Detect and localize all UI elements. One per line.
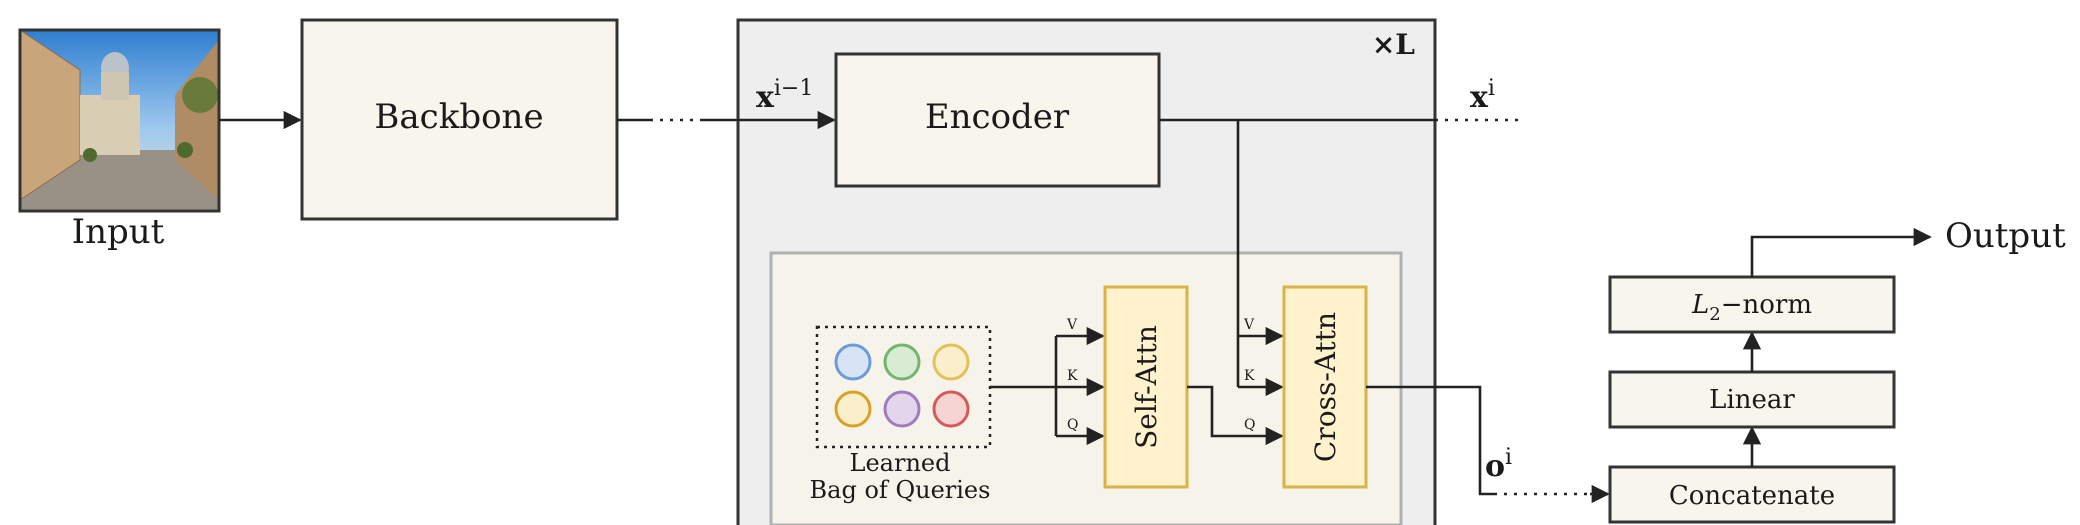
l2-norm-label: L2−norm <box>1691 290 1812 325</box>
queries-caption-line2: Bag of Queries <box>810 476 991 504</box>
linear-label: Linear <box>1709 385 1795 415</box>
linear-block <box>1608 370 1896 429</box>
query-circle <box>883 343 921 381</box>
self-attn-block <box>1103 285 1189 489</box>
query-circles <box>834 343 970 428</box>
encoder-label: Encoder <box>925 97 1070 137</box>
query-circle <box>883 390 921 428</box>
repeat-label: ×L <box>1372 28 1415 61</box>
queries-caption-line1: Learned <box>850 449 951 477</box>
encoder-block <box>834 52 1161 188</box>
self-k-label: K <box>1067 368 1078 384</box>
cross-v-label: V <box>1243 317 1255 333</box>
x-prev-label: xi−1 <box>756 76 813 115</box>
input-label: Input <box>72 212 165 252</box>
concatenate-label: Concatenate <box>1669 481 1835 511</box>
cross-attn-label: Cross-Attn <box>1309 312 1342 462</box>
self-v-label: V <box>1066 317 1078 333</box>
x-label: xi <box>1470 76 1495 115</box>
query-circle <box>932 343 970 381</box>
self-attn-label: Self-Attn <box>1130 325 1163 449</box>
self-q-label: Q <box>1067 417 1078 433</box>
cross-attn-block <box>1282 285 1368 489</box>
output-label: Output <box>1945 216 2066 256</box>
concatenate-block <box>1608 465 1896 524</box>
input-image <box>18 28 221 213</box>
query-circle <box>834 390 872 428</box>
query-circle <box>834 343 872 381</box>
cross-q-label: Q <box>1244 417 1255 433</box>
backbone-label: Backbone <box>374 97 543 137</box>
o-label: oi <box>1485 445 1512 484</box>
query-circle <box>932 390 970 428</box>
cross-k-label: K <box>1244 368 1255 384</box>
